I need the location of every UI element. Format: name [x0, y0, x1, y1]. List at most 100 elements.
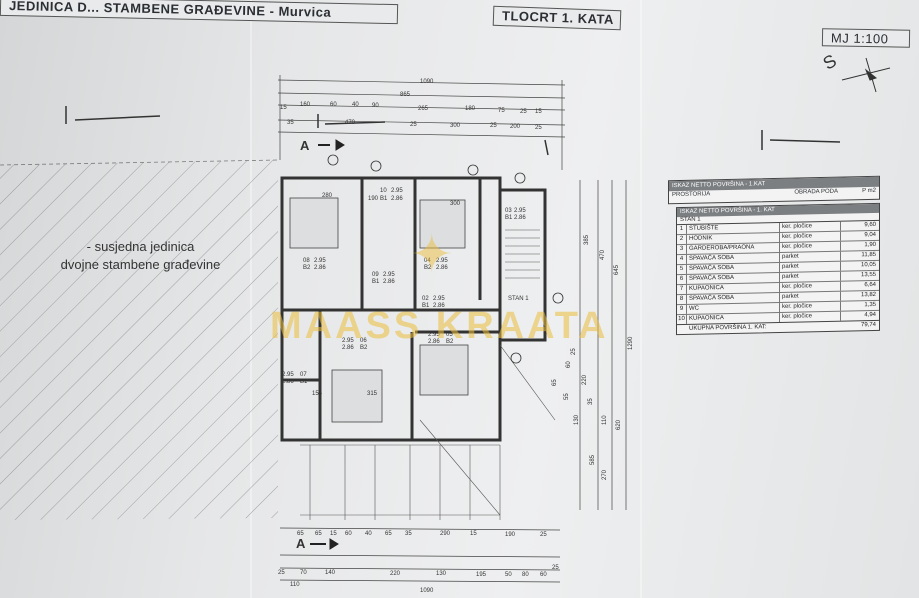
room-b: B2 — [360, 345, 368, 351]
table-cell-area: 13,55 — [860, 271, 876, 279]
table-cell-floor: ker. pločice — [780, 241, 841, 252]
dim-text: 620 — [616, 419, 622, 430]
dim-text: 1090 — [420, 79, 434, 85]
dim-text: 190 — [505, 532, 516, 538]
dim-text: 195 — [476, 572, 487, 578]
dim-text: 270 — [602, 469, 608, 480]
dim-text: 65 — [315, 531, 322, 537]
table-cell-floor: ker. pločice — [780, 311, 841, 322]
dim-text: 1290 — [628, 336, 634, 350]
room-code: 03 — [505, 208, 512, 214]
room-code: 10 — [380, 188, 387, 194]
total-value: 79,74 — [860, 321, 876, 329]
dim-text: 50 — [505, 572, 512, 578]
stair-treads — [505, 229, 540, 279]
table-cell-floor: parket — [780, 291, 841, 302]
dim-text: 290 — [440, 531, 451, 537]
room-height: 2.95 — [314, 258, 326, 264]
dim-text: 265 — [418, 106, 429, 112]
dim-text: 65 — [297, 531, 304, 537]
area-header: ISKAZ NETTO POVRŠINA - 1.KAT PROSTORIJA … — [668, 175, 880, 205]
table-cell-area: 10,05 — [860, 261, 876, 269]
dim-text: 60 — [345, 531, 352, 537]
table-cell-floor: ker. pločice — [780, 301, 841, 312]
section-label: A — [296, 536, 306, 551]
table-cell-floor: parket — [780, 271, 841, 282]
dim-text: 585 — [590, 454, 596, 465]
north-arrow-icon — [841, 57, 891, 93]
room-height: 2.86 — [436, 265, 448, 271]
dim-text: 1090 — [420, 588, 434, 594]
dim-text: 15 — [535, 109, 542, 115]
table-cell-no: 10 — [677, 314, 687, 325]
room-b: B1 — [422, 303, 430, 309]
room-height: 2.86 — [282, 379, 294, 385]
room-height: 2.95 — [428, 332, 440, 338]
right-dimension-lines — [579, 180, 627, 510]
room-height: 2.86 — [342, 345, 354, 351]
neighbor-note: - susjedna jedinica dvojne stambene građ… — [28, 238, 253, 274]
table-cell-area: 11,85 — [861, 251, 876, 259]
dim-text: 60 — [566, 361, 572, 368]
dim-text: 75 — [498, 108, 505, 114]
room-height: 2.95 — [436, 258, 448, 264]
dim-text: 25 — [540, 532, 547, 538]
dim-text: 15 — [280, 105, 287, 111]
dim-text: 35 — [405, 531, 412, 537]
table-cell-no: 7 — [677, 284, 687, 295]
dim-text: 25 — [552, 565, 559, 571]
dim-text: 25 — [520, 109, 527, 115]
dim-text: 25 — [410, 122, 417, 128]
table-cell-no: 6 — [677, 274, 687, 285]
dim-text: 180 — [465, 106, 476, 112]
bottom-dimension-texts: 65 65 15 60 40 65 35 290 15 190 25 25 70… — [278, 531, 559, 594]
dim-text: 130 — [436, 571, 447, 577]
room-b: B2 — [424, 265, 432, 271]
dim-text: 35 — [588, 398, 594, 405]
dim-text: 55 — [564, 393, 570, 400]
dim-text: 65 — [552, 379, 558, 386]
bottom-dimension-lines — [279, 527, 561, 583]
room-b: B1 — [505, 215, 513, 221]
neighbor-hatch-area — [0, 160, 278, 520]
section-marker-bottom — [310, 538, 339, 550]
dim-text: 40 — [365, 531, 372, 537]
dim-text: 15 — [470, 531, 477, 537]
room-height: 2.95 — [282, 372, 294, 378]
grid-axis-bubbles — [327, 154, 564, 364]
table-cell-no: 9 — [677, 304, 687, 315]
table-cell-floor: ker. pločice — [780, 281, 841, 292]
dim-text: 865 — [400, 92, 411, 98]
dim-text: 300 — [450, 123, 461, 129]
dim-text: 110 — [602, 415, 608, 425]
dim-text: 80 — [522, 572, 529, 578]
room-b: B1 — [372, 279, 380, 285]
table-cell-no: 8 — [677, 294, 687, 305]
table-cell-area: 1,35 — [864, 301, 876, 309]
room-height: 2.95 — [514, 208, 526, 214]
table-cell-no: 2 — [677, 234, 687, 245]
room-width: 315 — [367, 391, 378, 397]
room-code: 07 — [300, 372, 307, 378]
room-code: 02 — [422, 296, 429, 302]
dim-text: 220 — [582, 374, 588, 385]
room-height: 2.95 — [433, 296, 445, 302]
room-b: B2 — [303, 265, 311, 271]
dim-text: 220 — [390, 571, 401, 577]
room-width: 190 — [368, 196, 379, 202]
area-header-col: OBRADA PODA — [794, 188, 838, 196]
dim-text: 25 — [490, 123, 497, 129]
room-b: B2 — [446, 339, 454, 345]
table-cell-area: 6,64 — [864, 281, 876, 289]
dim-text: 110 — [290, 582, 300, 588]
dim-text: 15 — [330, 531, 337, 537]
section-label: A — [300, 138, 310, 153]
table-cell-no: 4 — [677, 254, 687, 265]
room-width: 280 — [322, 193, 333, 199]
room-code: 09 — [372, 272, 379, 278]
watermark-logo-icon: ✦ — [410, 226, 454, 284]
table-cell-no: 5 — [677, 264, 687, 275]
dim-text: 70 — [300, 570, 307, 576]
